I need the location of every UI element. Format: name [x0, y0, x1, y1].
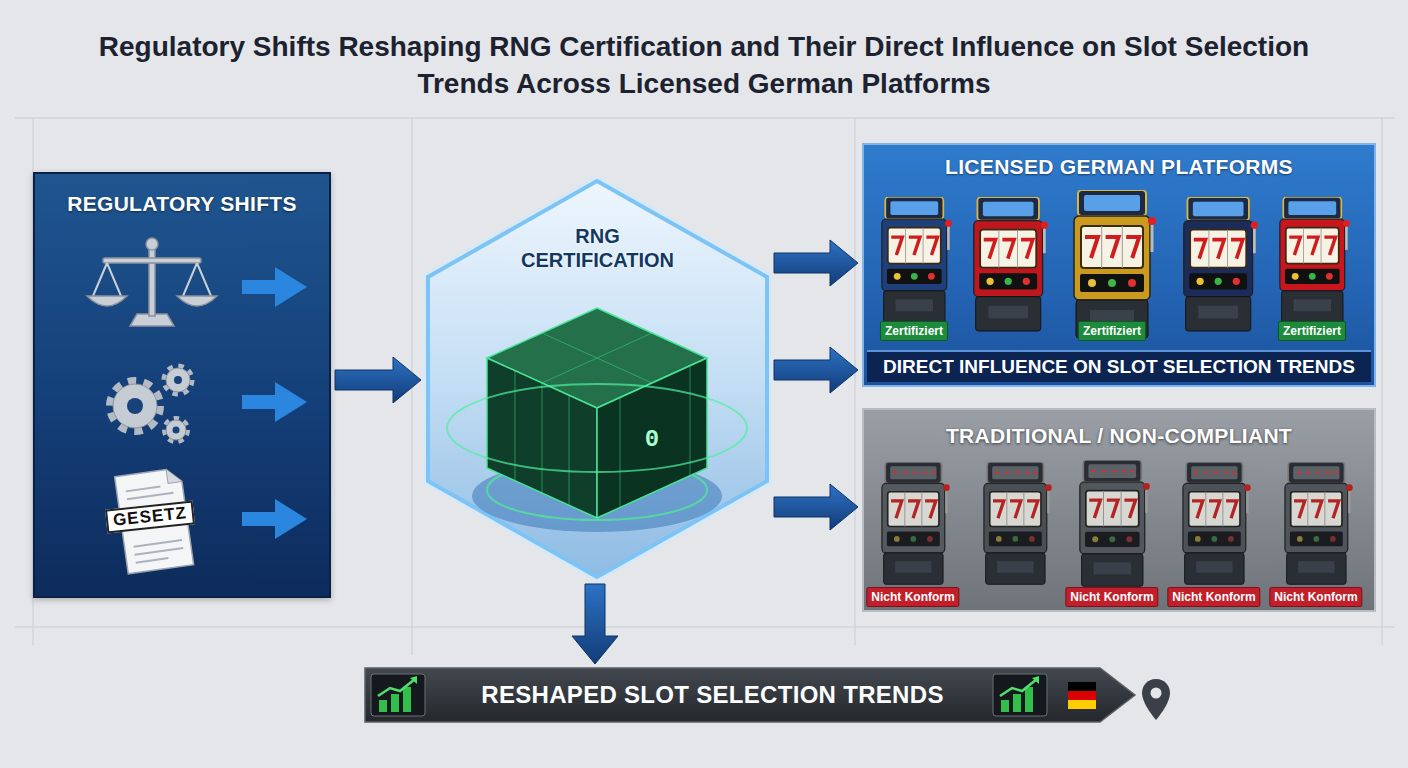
- certification-hexagon: RNG CERTIFICATION: [425, 178, 770, 580]
- location-pin: [1141, 678, 1171, 722]
- trend-banner: RESHAPED SLOT SELECTION TRENDS: [365, 668, 1135, 722]
- regulation-icons: [35, 174, 329, 596]
- flow-arrow: [774, 240, 858, 286]
- banner-text: RESHAPED SLOT SELECTION TRENDS: [435, 681, 990, 709]
- regulation-panel: REGULATORY SHIFTS: [33, 172, 331, 598]
- panel-heading: LICENSED GERMAN PLATFORMS: [867, 155, 1371, 179]
- flow-arrow: [335, 357, 421, 403]
- flow-arrow: [774, 484, 858, 530]
- flow-arrow: [774, 347, 858, 393]
- panel-heading: REGULATORY SHIFTS: [45, 192, 319, 216]
- flow-arrow: [572, 584, 618, 664]
- diagram-title: Regulatory Shifts Reshaping RNG Certific…: [0, 28, 1408, 102]
- panel-heading: TRADITIONAL / NON-COMPLIANT: [870, 424, 1368, 448]
- certified-slot-machines: [864, 145, 1374, 385]
- licensed-platforms-panel: LICENSED GERMAN PLATFORMS DIRECT INFLUENC…: [862, 143, 1376, 387]
- noncompliant-panel: TRADITIONAL / NON-COMPLIANT: [862, 408, 1376, 612]
- hexagon-label: RNG CERTIFICATION: [503, 224, 693, 272]
- panel-band: DIRECT INFLUENCE ON SLOT SELECTION TREND…: [867, 350, 1371, 382]
